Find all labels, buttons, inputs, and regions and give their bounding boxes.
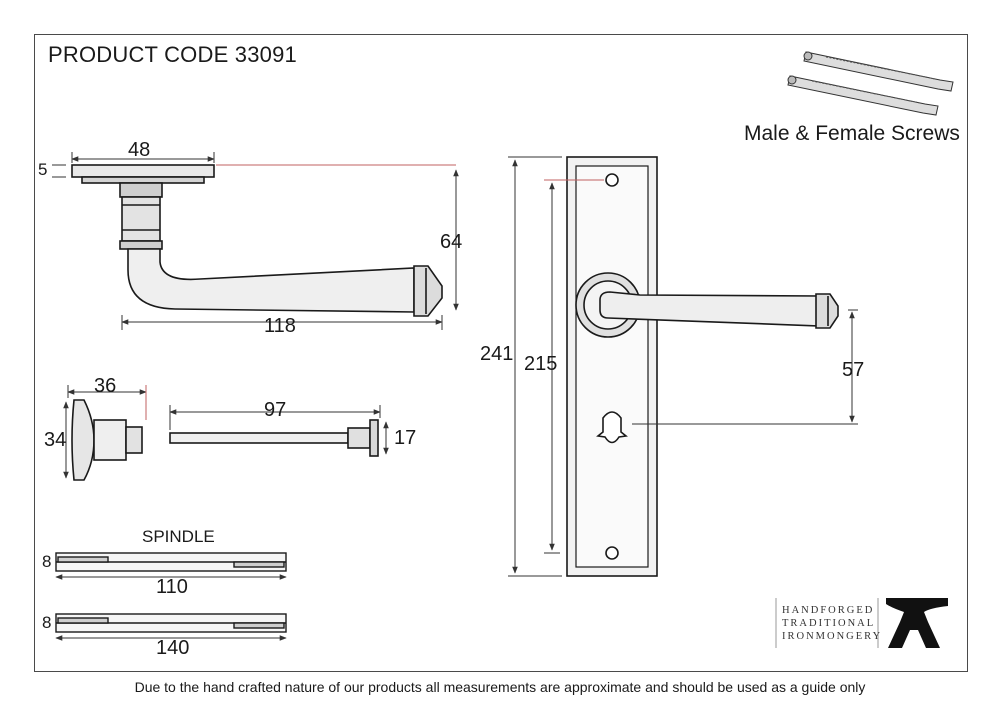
dim-release: 17 (394, 427, 417, 449)
spindle-140 (55, 613, 287, 633)
release-side-view (169, 419, 379, 457)
brand-text: HANDFORGED TRADITIONAL IRONMONGERY (782, 604, 882, 643)
spindle-length: 110 (156, 576, 188, 598)
screws-label: Male & Female Screws (744, 122, 960, 145)
brand-line: TRADITIONAL (782, 618, 876, 629)
dim-centres: 215 (524, 353, 558, 375)
dim-lever-length: 118 (264, 315, 296, 337)
dim-plate-height: 241 (480, 343, 514, 365)
dim-turn-height: 34 (44, 429, 67, 451)
spindle-thickness: 8 (42, 552, 52, 571)
dim-backset: 57 (842, 359, 865, 381)
lever-side-view (71, 164, 443, 317)
spindle-title: SPINDLE (142, 527, 215, 546)
brand-line: HANDFORGED (782, 605, 875, 616)
spindle-thickness: 8 (42, 613, 52, 632)
turn-dimension-lines (63, 385, 389, 479)
lever-dimension-lines (52, 152, 459, 330)
thumb-turn-side-view (71, 399, 143, 481)
dim-projection: 64 (440, 231, 463, 253)
dim-rose-depth: 5 (38, 160, 48, 179)
product-code: PRODUCT CODE 33091 (48, 42, 297, 67)
backplate-front-view (566, 156, 839, 577)
spindle-110 (55, 552, 287, 572)
drawing-frame (34, 34, 968, 672)
dim-turn-width: 36 (94, 375, 117, 397)
dim-turn-spindle-length: 97 (264, 399, 287, 421)
spindle-length: 140 (156, 637, 190, 659)
screws-illustration (787, 51, 954, 116)
anvil-icon (886, 598, 948, 648)
backplate-dimension-lines (508, 156, 858, 577)
brand-line: IRONMONGERY (782, 631, 883, 642)
brand-logo (775, 598, 948, 648)
dim-rose-width: 48 (128, 139, 151, 161)
spindle-dimension-lines (55, 574, 287, 641)
footer-disclaimer: Due to the hand crafted nature of our pr… (134, 679, 866, 695)
